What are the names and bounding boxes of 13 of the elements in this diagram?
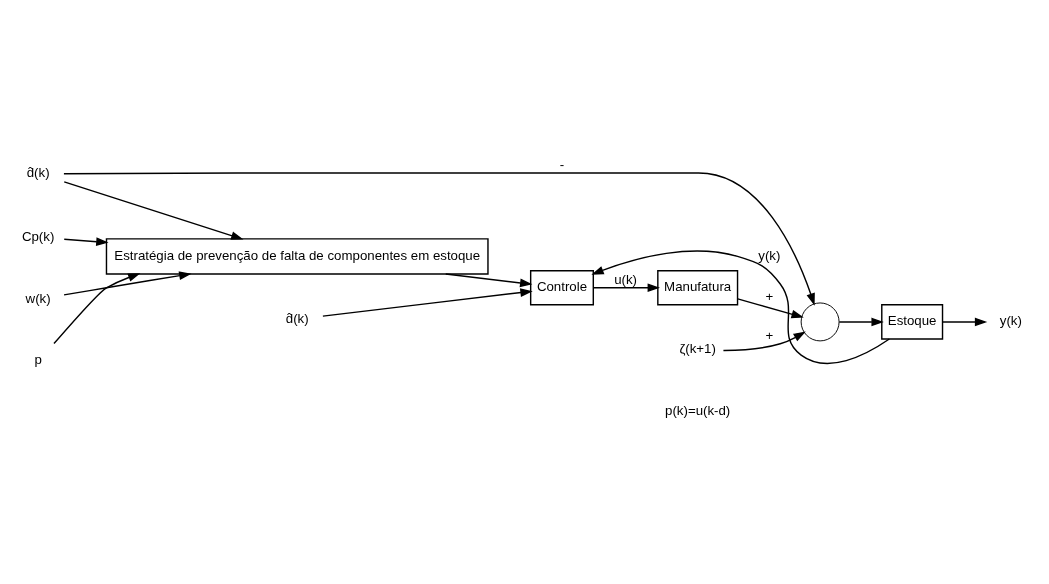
edge-label: - xyxy=(559,156,565,172)
edge-label: + xyxy=(765,327,774,343)
edge-label: + xyxy=(765,288,774,304)
node-text: d̂(k) xyxy=(26,164,50,180)
node-text: y(k) xyxy=(999,312,1022,328)
node-text: p xyxy=(34,351,42,367)
edge-label: y(k) xyxy=(758,247,781,263)
node-text: d̂(k) xyxy=(285,310,309,326)
label: p(k)=u(k-d) xyxy=(665,402,731,418)
node-text: Cp(k) xyxy=(21,228,55,244)
edge-label: u(k) xyxy=(614,271,637,287)
node-text: ζ(k+1) xyxy=(679,340,716,356)
node-text: w(k) xyxy=(25,290,51,306)
